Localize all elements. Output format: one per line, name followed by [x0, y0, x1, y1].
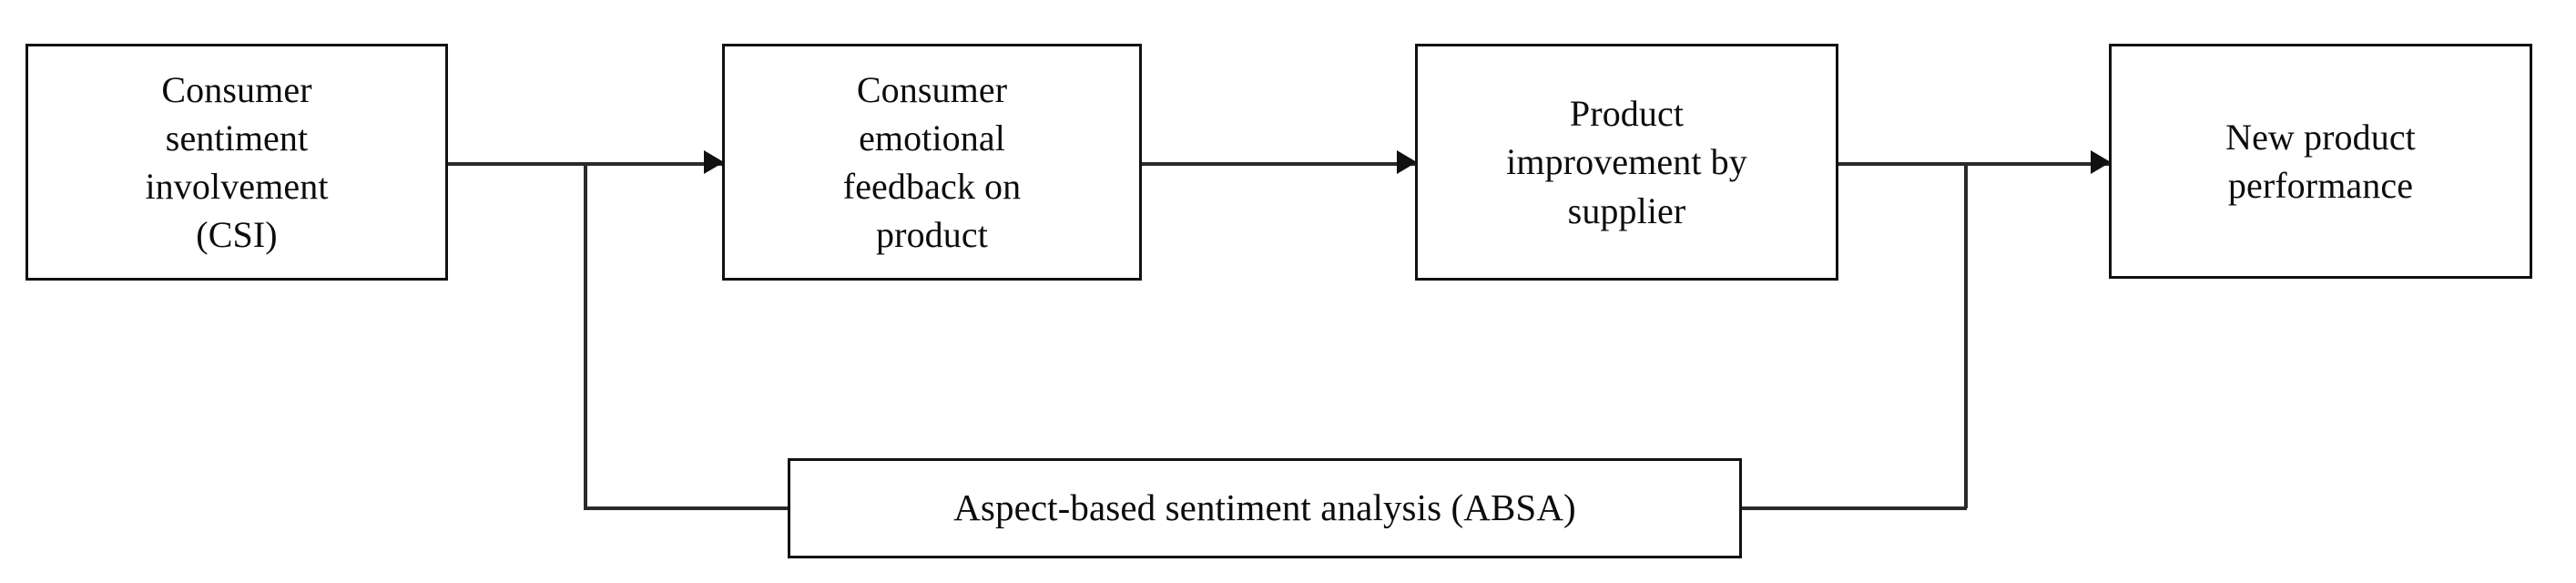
connector-absa-branch-vertical	[1964, 162, 1968, 508]
node-consumer-emotional-feedback[interactable]: Consumer emotional feedback on product	[722, 44, 1142, 281]
node-product-improvement-by-supplier[interactable]: Product improvement by supplier	[1415, 44, 1838, 281]
connector-improvement-to-performance	[1836, 162, 2113, 166]
node-label-feedback: Consumer emotional feedback on product	[842, 68, 1022, 256]
node-label-performance: New product performance	[2225, 116, 2416, 206]
node-consumer-sentiment-involvement[interactable]: Consumer sentiment involvement (CSI)	[25, 44, 448, 281]
node-label-csi: Consumer sentiment involvement (CSI)	[145, 68, 329, 256]
connector-absa-branch-horizontal	[1739, 506, 1967, 510]
arrowhead-performance-icon	[2091, 150, 2111, 174]
node-label-absa: Aspect-based sentiment analysis (ABSA)	[953, 486, 1576, 529]
node-new-product-performance[interactable]: New product performance	[2109, 44, 2532, 279]
node-label-improvement: Product improvement by supplier	[1506, 93, 1747, 231]
arrowhead-improvement-icon	[1397, 150, 1417, 174]
node-aspect-based-sentiment-analysis[interactable]: Aspect-based sentiment analysis (ABSA)	[788, 458, 1742, 558]
connector-feedback-to-improvement	[1139, 162, 1419, 166]
arrowhead-feedback-icon	[704, 150, 724, 174]
connector-csi-branch-horizontal	[584, 506, 791, 510]
connector-csi-branch-vertical	[584, 162, 587, 508]
